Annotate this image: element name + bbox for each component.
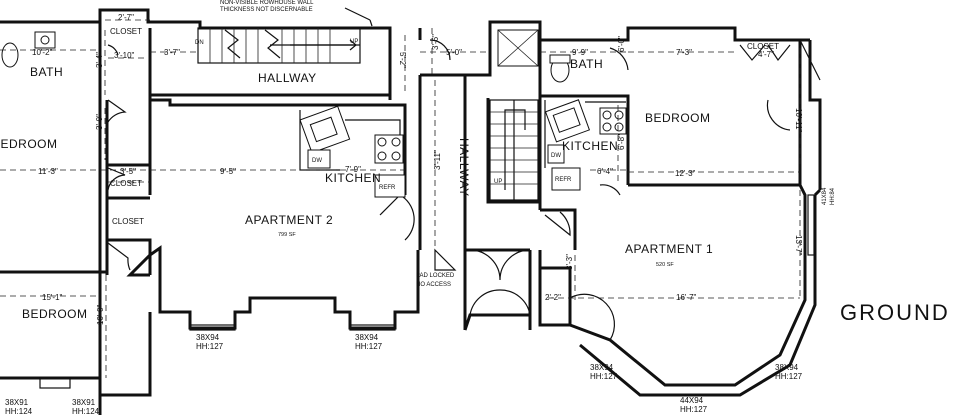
- dim-5-0: 5'-0": [446, 48, 462, 57]
- room-kitchen-1: KITCHEN: [562, 139, 618, 153]
- room-apartment-1: APARTMENT 1: [625, 242, 713, 256]
- room-bath-right: BATH: [570, 57, 603, 71]
- note-line-2: THICKNESS NOT DISCERNABLE: [220, 7, 313, 13]
- dim-10-2: 10'-2": [32, 48, 53, 57]
- fixtures: [1, 29, 627, 198]
- dim-3-10: 3'-10": [114, 51, 135, 60]
- room-apartment-2: APARTMENT 2: [245, 213, 333, 227]
- note-line-1: NON-VISIBLE ROWHOUSE WALL: [220, 0, 314, 6]
- window-1-size: 38X94: [196, 333, 220, 342]
- drawing-title: GROUND: [840, 300, 950, 325]
- dim-3-6: 3'-6": [431, 34, 440, 50]
- dim-3-4: 3'-4": [95, 52, 104, 68]
- window-5-size: 38X94: [775, 363, 799, 372]
- room-bedroom-left-upper: BEDROOM: [0, 137, 58, 151]
- pad-locked-label: PAD LOCKED: [416, 273, 455, 279]
- dim-9-9: 9'-9": [572, 48, 588, 57]
- dim-10-11: 10'-11": [794, 108, 803, 132]
- fixture-refr-1: REFR: [555, 177, 572, 183]
- room-hallway-center: HALLWAY: [457, 138, 471, 197]
- room-closet-top: CLOSET: [110, 27, 142, 36]
- room-bath-left: BATH: [30, 65, 63, 79]
- window-8-hh: HH:124: [72, 407, 100, 415]
- window-8-size: 38X91: [72, 398, 96, 407]
- stair-dn-top: DN: [195, 40, 204, 46]
- window-5-hh: HH:127: [775, 372, 803, 381]
- dim-2-7: 2'-7": [118, 13, 134, 22]
- room-kitchen-2: KITCHEN: [325, 171, 381, 185]
- dim-6-4: 6'-4": [597, 167, 613, 176]
- window-4-hh: HH:127: [680, 405, 708, 414]
- room-closet-mid2: CLOSET: [112, 217, 144, 226]
- no-access-label: NO ACCESS: [416, 282, 451, 288]
- dim-3-11: 3'-11": [433, 150, 442, 170]
- window-3-hh: HH:127: [590, 372, 618, 381]
- dim-5-2: 5'-2": [398, 52, 407, 68]
- room-hallway-top: HALLWAY: [258, 71, 317, 85]
- dim-7-9: 7'-9": [345, 165, 361, 174]
- window-3-size: 38X94: [590, 363, 614, 372]
- window-4-size: 44X94: [680, 396, 704, 405]
- fixture-refr-2: REFR: [379, 185, 396, 191]
- walls: [0, 8, 822, 415]
- fixture-dw-2: DW: [312, 158, 322, 164]
- stair-up-center: UP: [494, 179, 502, 185]
- apartment-1-area: 520 SF: [656, 262, 674, 268]
- dim-16-7: 16'-7": [676, 293, 697, 302]
- stairs: [197, 27, 539, 201]
- dim-4-7: 4'-7": [758, 50, 774, 59]
- room-bedroom-right: BEDROOM: [645, 111, 711, 125]
- room-closet-right: CLOSET: [747, 42, 779, 51]
- window-marks: [39, 194, 815, 389]
- dim-3-3: 3'-3": [565, 254, 574, 270]
- dim-7-3: 7'-3": [676, 48, 692, 57]
- dim-11-3: 11'-3": [38, 167, 58, 176]
- dim-6-8: 6'-8": [617, 134, 626, 150]
- window-6-size: 41X84: [822, 187, 828, 205]
- window-2-size: 38X94: [355, 333, 379, 342]
- window-6-hh: HH:84: [830, 187, 836, 205]
- window-1-hh: HH:127: [196, 342, 224, 351]
- stair-up-top: UP: [350, 39, 358, 45]
- dim-15-1: 15'-1": [42, 293, 63, 302]
- fixture-dw-1: DW: [551, 153, 561, 159]
- dim-3-7: 3'-7": [164, 48, 180, 57]
- room-bedroom-left-lower: BEDROOM: [22, 307, 88, 321]
- dim-2-2: 2'-2": [545, 293, 561, 302]
- dimension-lines: [0, 7, 801, 378]
- door-swings: [107, 39, 791, 341]
- dim-3-5: 3'-5": [120, 167, 136, 176]
- apartment-2-area: 799 SF: [278, 232, 296, 238]
- window-2-hh: HH:127: [355, 342, 383, 351]
- dim-10-0: 10'-0": [96, 304, 105, 325]
- room-closet-mid1: CLOSET: [110, 179, 142, 188]
- dim-6-0: 6'-0": [617, 36, 626, 52]
- window-7-hh: HH:124: [5, 407, 33, 415]
- dim-12-3: 12'-3": [675, 169, 696, 178]
- dim-3-0: 3'-0": [95, 114, 104, 130]
- window-7-size: 38X91: [5, 398, 29, 407]
- dim-9-5: 9'-5": [220, 167, 236, 176]
- dim-13-7: 13'-7": [794, 235, 803, 256]
